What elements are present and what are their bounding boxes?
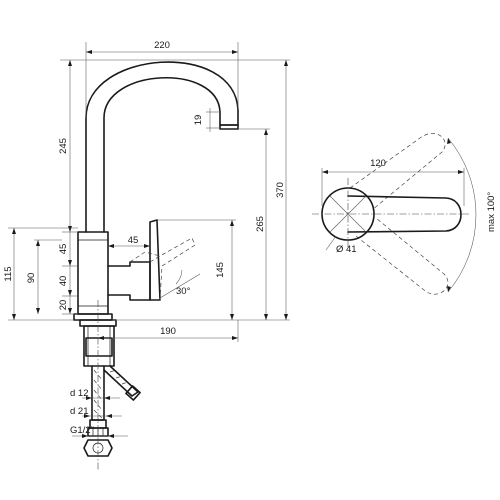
faucet-body [77, 231, 109, 315]
dim-base-height: 115 [3, 266, 14, 281]
spout-outer [85, 61, 239, 233]
dim-total-height: 370 [275, 182, 286, 198]
dim-outlet-height: 265 [255, 216, 266, 232]
dim-total-width: 220 [154, 40, 170, 51]
dim-lever-angle: 30° [176, 286, 191, 297]
handle-rotated-upper [349, 133, 446, 211]
rotation-arc [447, 137, 477, 293]
dim-body-bottom: 20 [58, 300, 69, 311]
handle-top-view: 120 Ø 41 max 100° [312, 133, 497, 295]
dim-lever-height: 145 [215, 262, 226, 278]
dim-spout-reach: 190 [160, 326, 176, 337]
dim-lever-offset: 45 [128, 235, 139, 246]
spout-aerator [219, 124, 239, 130]
supply-hose-right [103, 365, 139, 397]
dim-upper-height: 245 [58, 138, 69, 154]
lever-housing [107, 261, 151, 301]
dim-spout-drop: 19 [193, 115, 204, 126]
dim-handle-length: 120 [370, 158, 386, 169]
handle-body [347, 195, 462, 233]
faucet-side-view [73, 61, 239, 470]
lever-handle [149, 219, 161, 301]
dim-handle-diameter: Ø 41 [336, 244, 357, 255]
lever-tilted-position [149, 237, 196, 301]
dim-body-total: 90 [26, 273, 37, 284]
dim-rotation: max 100° [486, 192, 497, 232]
base-ring [73, 313, 113, 321]
dim-body-middle: 40 [58, 276, 69, 287]
handle-rotated-lower [355, 217, 449, 295]
side-dimensions: 220 19 245 370 265 145 45 30° [3, 40, 290, 438]
dim-body-top: 45 [58, 244, 69, 255]
dim-hose-d12: d 12 [70, 388, 89, 399]
dim-thread: G1/2" [70, 425, 94, 436]
dim-hose-d21: d 21 [70, 406, 89, 417]
